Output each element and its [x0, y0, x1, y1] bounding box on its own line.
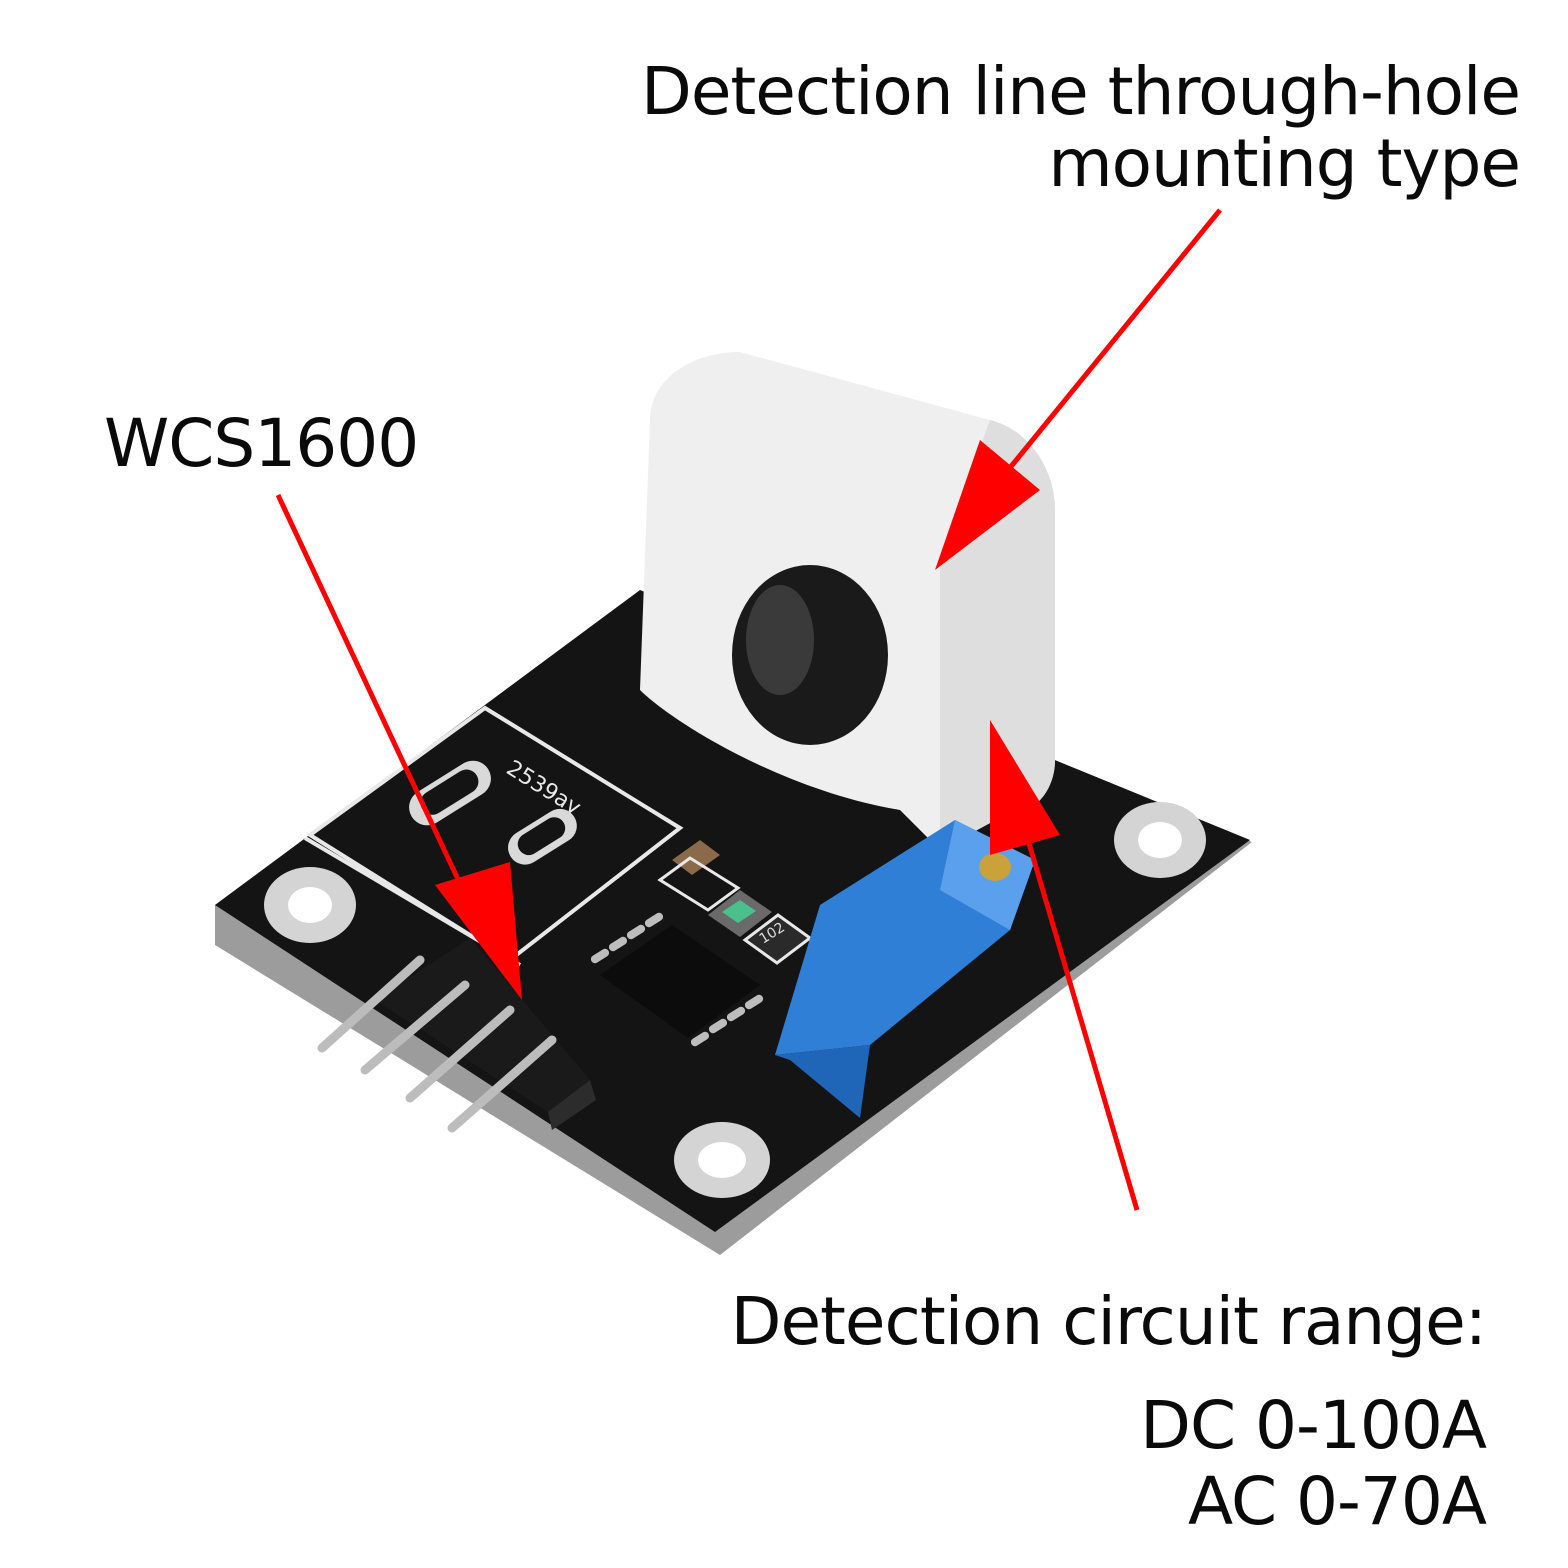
smd-resistor: 102	[742, 913, 813, 965]
ic-chip	[590, 912, 764, 1047]
smd-capacitor	[657, 840, 741, 912]
range-title-label: Detection circuit range:	[730, 1283, 1487, 1360]
arrow-range	[990, 720, 1140, 1211]
sensor-model-label: WCS1600	[104, 405, 419, 482]
smd-led	[708, 890, 772, 937]
range-dc-label: DC 0-100A	[1140, 1387, 1487, 1464]
range-ac-label: AC 0-70A	[1188, 1463, 1487, 1540]
pin-header	[317, 938, 596, 1133]
mounting-hole-left	[264, 867, 356, 943]
through-hole-label-line2: mounting type	[1048, 125, 1521, 202]
arrow-through-hole	[935, 208, 1222, 570]
arrow-wcs1600	[275, 493, 522, 1000]
adjust-screw	[979, 853, 1011, 881]
trim-potentiometer	[775, 820, 1035, 1118]
through-hole-label: Detection line through-hole mounting typ…	[641, 53, 1521, 202]
mounting-hole-right	[1114, 802, 1206, 878]
through-hole-label-line1: Detection line through-hole	[641, 53, 1521, 130]
mounting-hole-bottom	[674, 1122, 770, 1198]
